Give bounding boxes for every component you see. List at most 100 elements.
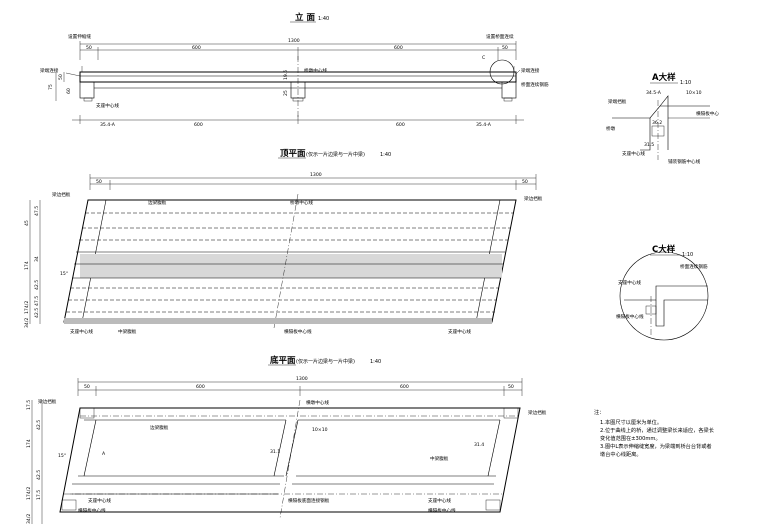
- bottom-plan-label-bottom-1: 横隔板中心线: [78, 507, 106, 514]
- top-plan-view: 顶平面 (仅示一片边梁与一片中梁) 1:40 1300 50 50 梁边挡板 边…: [24, 149, 543, 335]
- top-plan-dim-left-0: 45: [24, 220, 30, 226]
- elevation-view: 立 面 1:40 设置伸缩缝 设置桥面连续 1300 50 600 600 50…: [40, 12, 549, 128]
- elevation-title: 立 面: [295, 12, 315, 23]
- bottom-plan-label-bottom-0: 支座中心线: [88, 497, 111, 504]
- bottom-plan-dim-left-1: 42.5: [36, 420, 42, 430]
- elev-mark-c: C: [482, 55, 485, 61]
- detail-a-scale: 1:10: [680, 80, 691, 86]
- bottom-plan-label-bottom-2: 横隔板底面连接钢板: [288, 497, 330, 504]
- elev-dim-600-right: 600: [394, 45, 403, 51]
- notes-line-0: 1.本图尺寸以厘米为单位。: [600, 418, 662, 426]
- top-plan-scale: 1:40: [380, 152, 391, 158]
- bottom-plan-dim-left-6: 34/2: [26, 514, 32, 524]
- top-plan-title: 顶平面: [280, 149, 306, 159]
- bottom-plan-dim-1300: 1300: [296, 376, 308, 382]
- bottom-plan-label-4: 中梁腹板: [430, 455, 449, 462]
- detail-a-label-2: 横隔板中心: [696, 110, 719, 117]
- detail-c-title: C大样: [652, 244, 676, 255]
- notes-heading: 注：: [594, 408, 604, 416]
- bottom-plan-dim-600-left: 600: [196, 384, 205, 390]
- elev-dim-mid-1: 19.5: [283, 70, 289, 80]
- detail-a-dim-2: 31.5: [644, 142, 654, 148]
- notes-line-2: 变化值范围在±300mm。: [600, 434, 661, 442]
- bottom-plan-dim-left-4: 17.5: [36, 490, 42, 500]
- top-plan-dim-left-4: 42.5: [34, 280, 40, 290]
- bottom-plan-label-2: 边梁腹板: [150, 424, 169, 431]
- top-plan-dim-left-6: 174/2: [24, 301, 30, 314]
- notes-line-4: 墩台中心线距离。: [600, 450, 642, 458]
- bottom-plan-label-0: 梁边挡板: [38, 398, 57, 405]
- elev-label-bearing2: 桥面连续钢筋: [521, 81, 549, 88]
- notes-block: 注： 1.本图尺寸以厘米为单位。 2.位于曲线上的桥，通过调整梁长来适应，各梁长…: [594, 408, 715, 458]
- elev-dim-bot-600-right: 600: [396, 122, 405, 128]
- elev-dim-50-left: 50: [86, 45, 92, 51]
- bottom-plan-scale: 1:40: [370, 359, 381, 365]
- elevation-scale: 1:40: [318, 16, 329, 22]
- bottom-plan-label-bottom-3: 支座中心线: [428, 497, 451, 504]
- bottom-plan-dim-50-right: 50: [508, 384, 514, 390]
- elev-dim-50-right: 50: [502, 45, 508, 51]
- bottom-plan-view: 底平面 (仅示一片边梁与一片中梁) 1:40 1300 50 600 600 5…: [26, 355, 547, 524]
- bottom-plan-dim-600-right: 600: [400, 384, 409, 390]
- top-plan-dim-50-left: 50: [96, 179, 102, 185]
- top-plan-dim-left-5: 47.5: [34, 296, 40, 306]
- bottom-plan-label-1: 横墩中心线: [306, 399, 329, 406]
- elev-label-beamjoint: 梁端连接: [40, 67, 59, 74]
- detail-c-label-0: 桥面连续钢筋: [680, 263, 708, 270]
- bottom-plan-dim-inner-1: 31.4: [474, 442, 484, 448]
- notes-line-1: 2.位于曲线上的桥，通过调整梁长来适应，各梁长: [600, 426, 715, 434]
- bottom-plan-dim-left-5: 174/2: [26, 487, 32, 500]
- detail-a-title: A大样: [652, 72, 676, 83]
- elev-dim-left-60: 60: [66, 88, 72, 94]
- top-plan-dim-left-7: 42.5: [34, 308, 40, 318]
- detail-c-label-1: 支座中心线: [618, 279, 641, 286]
- detail-c-scale: 1:10: [682, 252, 693, 258]
- notes-line-3: 3.图中L表示伸缩缝宽度，为梁端到桥台台背或者: [600, 442, 712, 450]
- top-plan-label-bottom-1: 中梁腹板: [118, 328, 137, 335]
- top-plan-dim-50-right: 50: [522, 179, 528, 185]
- detail-a-dim-0: 34.5-A: [646, 90, 662, 96]
- top-plan-angle: 15°: [60, 271, 68, 277]
- detail-a-label-0: 梁端挡板: [608, 98, 627, 105]
- bottom-plan-dim-inner-0: 31.1: [270, 449, 280, 455]
- top-plan-dim-1300: 1300: [310, 172, 322, 178]
- top-plan-label-bottom-3: 支座中心线: [448, 328, 471, 335]
- top-plan-label-1: 边梁腹板: [148, 199, 167, 206]
- elev-dim-600-left: 600: [192, 45, 201, 51]
- top-plan-dim-left-1: 47.5: [34, 206, 40, 216]
- elev-label-bearing: 支座中心线: [96, 102, 119, 109]
- elev-dim-bot-left: 35.4-A: [100, 122, 116, 128]
- bottom-plan-label-bottom-4: 横隔板中心线: [428, 507, 456, 514]
- detail-a-label-3: 桥墩: [606, 125, 616, 132]
- detail-a-label-4: 支座中心线: [622, 150, 645, 157]
- top-plan-label-2: 桥墩中心线: [290, 199, 313, 206]
- elev-label-beamjoint-right: 梁端连接: [521, 67, 540, 74]
- bottom-plan-subtitle: (仅示一片边梁与一片中梁): [296, 358, 355, 365]
- detail-c-label-2: 横隔板中心线: [616, 313, 644, 320]
- elev-dim-1300: 1300: [288, 38, 300, 44]
- bottom-plan-label-3: 10×10: [312, 427, 328, 433]
- detail-a-view: A大样 1:10 梁端挡板 10×10 横隔板中心 桥墩 支座中心线 铺装钢筋中…: [606, 72, 719, 165]
- top-plan-label-3: 梁边挡板: [524, 195, 543, 202]
- detail-a-dim-1: 36.2: [652, 120, 662, 126]
- bottom-plan-angle: 15°: [58, 453, 66, 459]
- elev-dim-left-50: 50: [58, 74, 64, 80]
- top-plan-label-0: 梁边挡板: [52, 191, 71, 198]
- elev-dim-left-75: 75: [48, 84, 54, 90]
- detail-a-label-5: 铺装钢筋中心线: [668, 158, 701, 165]
- top-plan-dim-left-3: 34: [34, 256, 40, 262]
- detail-a-label-1: 10×10: [686, 90, 702, 96]
- top-plan-label-bottom-2: 横隔板中心线: [284, 328, 312, 335]
- elev-dim-bot-right: 35.4-A: [476, 122, 492, 128]
- bottom-plan-dim-left-0: 17.5: [26, 400, 32, 410]
- elevation-label-left: 设置伸缩缝: [68, 33, 91, 40]
- detail-c-view: C大样 1:10 桥面连续钢筋 支座中心线 横隔板中心线: [616, 244, 709, 341]
- elevation-label-right: 设置桥面连续: [486, 33, 514, 40]
- bottom-plan-dim-left-3: 42.5: [36, 470, 42, 480]
- top-plan-dim-left-2: 174: [24, 261, 30, 270]
- bottom-plan-dim-left-2: 174: [26, 439, 32, 448]
- top-plan-subtitle: (仅示一片边梁与一片中梁): [306, 151, 365, 158]
- bottom-plan-dim-50-left: 50: [84, 384, 90, 390]
- bottom-plan-label-5: 梁边挡板: [528, 409, 547, 416]
